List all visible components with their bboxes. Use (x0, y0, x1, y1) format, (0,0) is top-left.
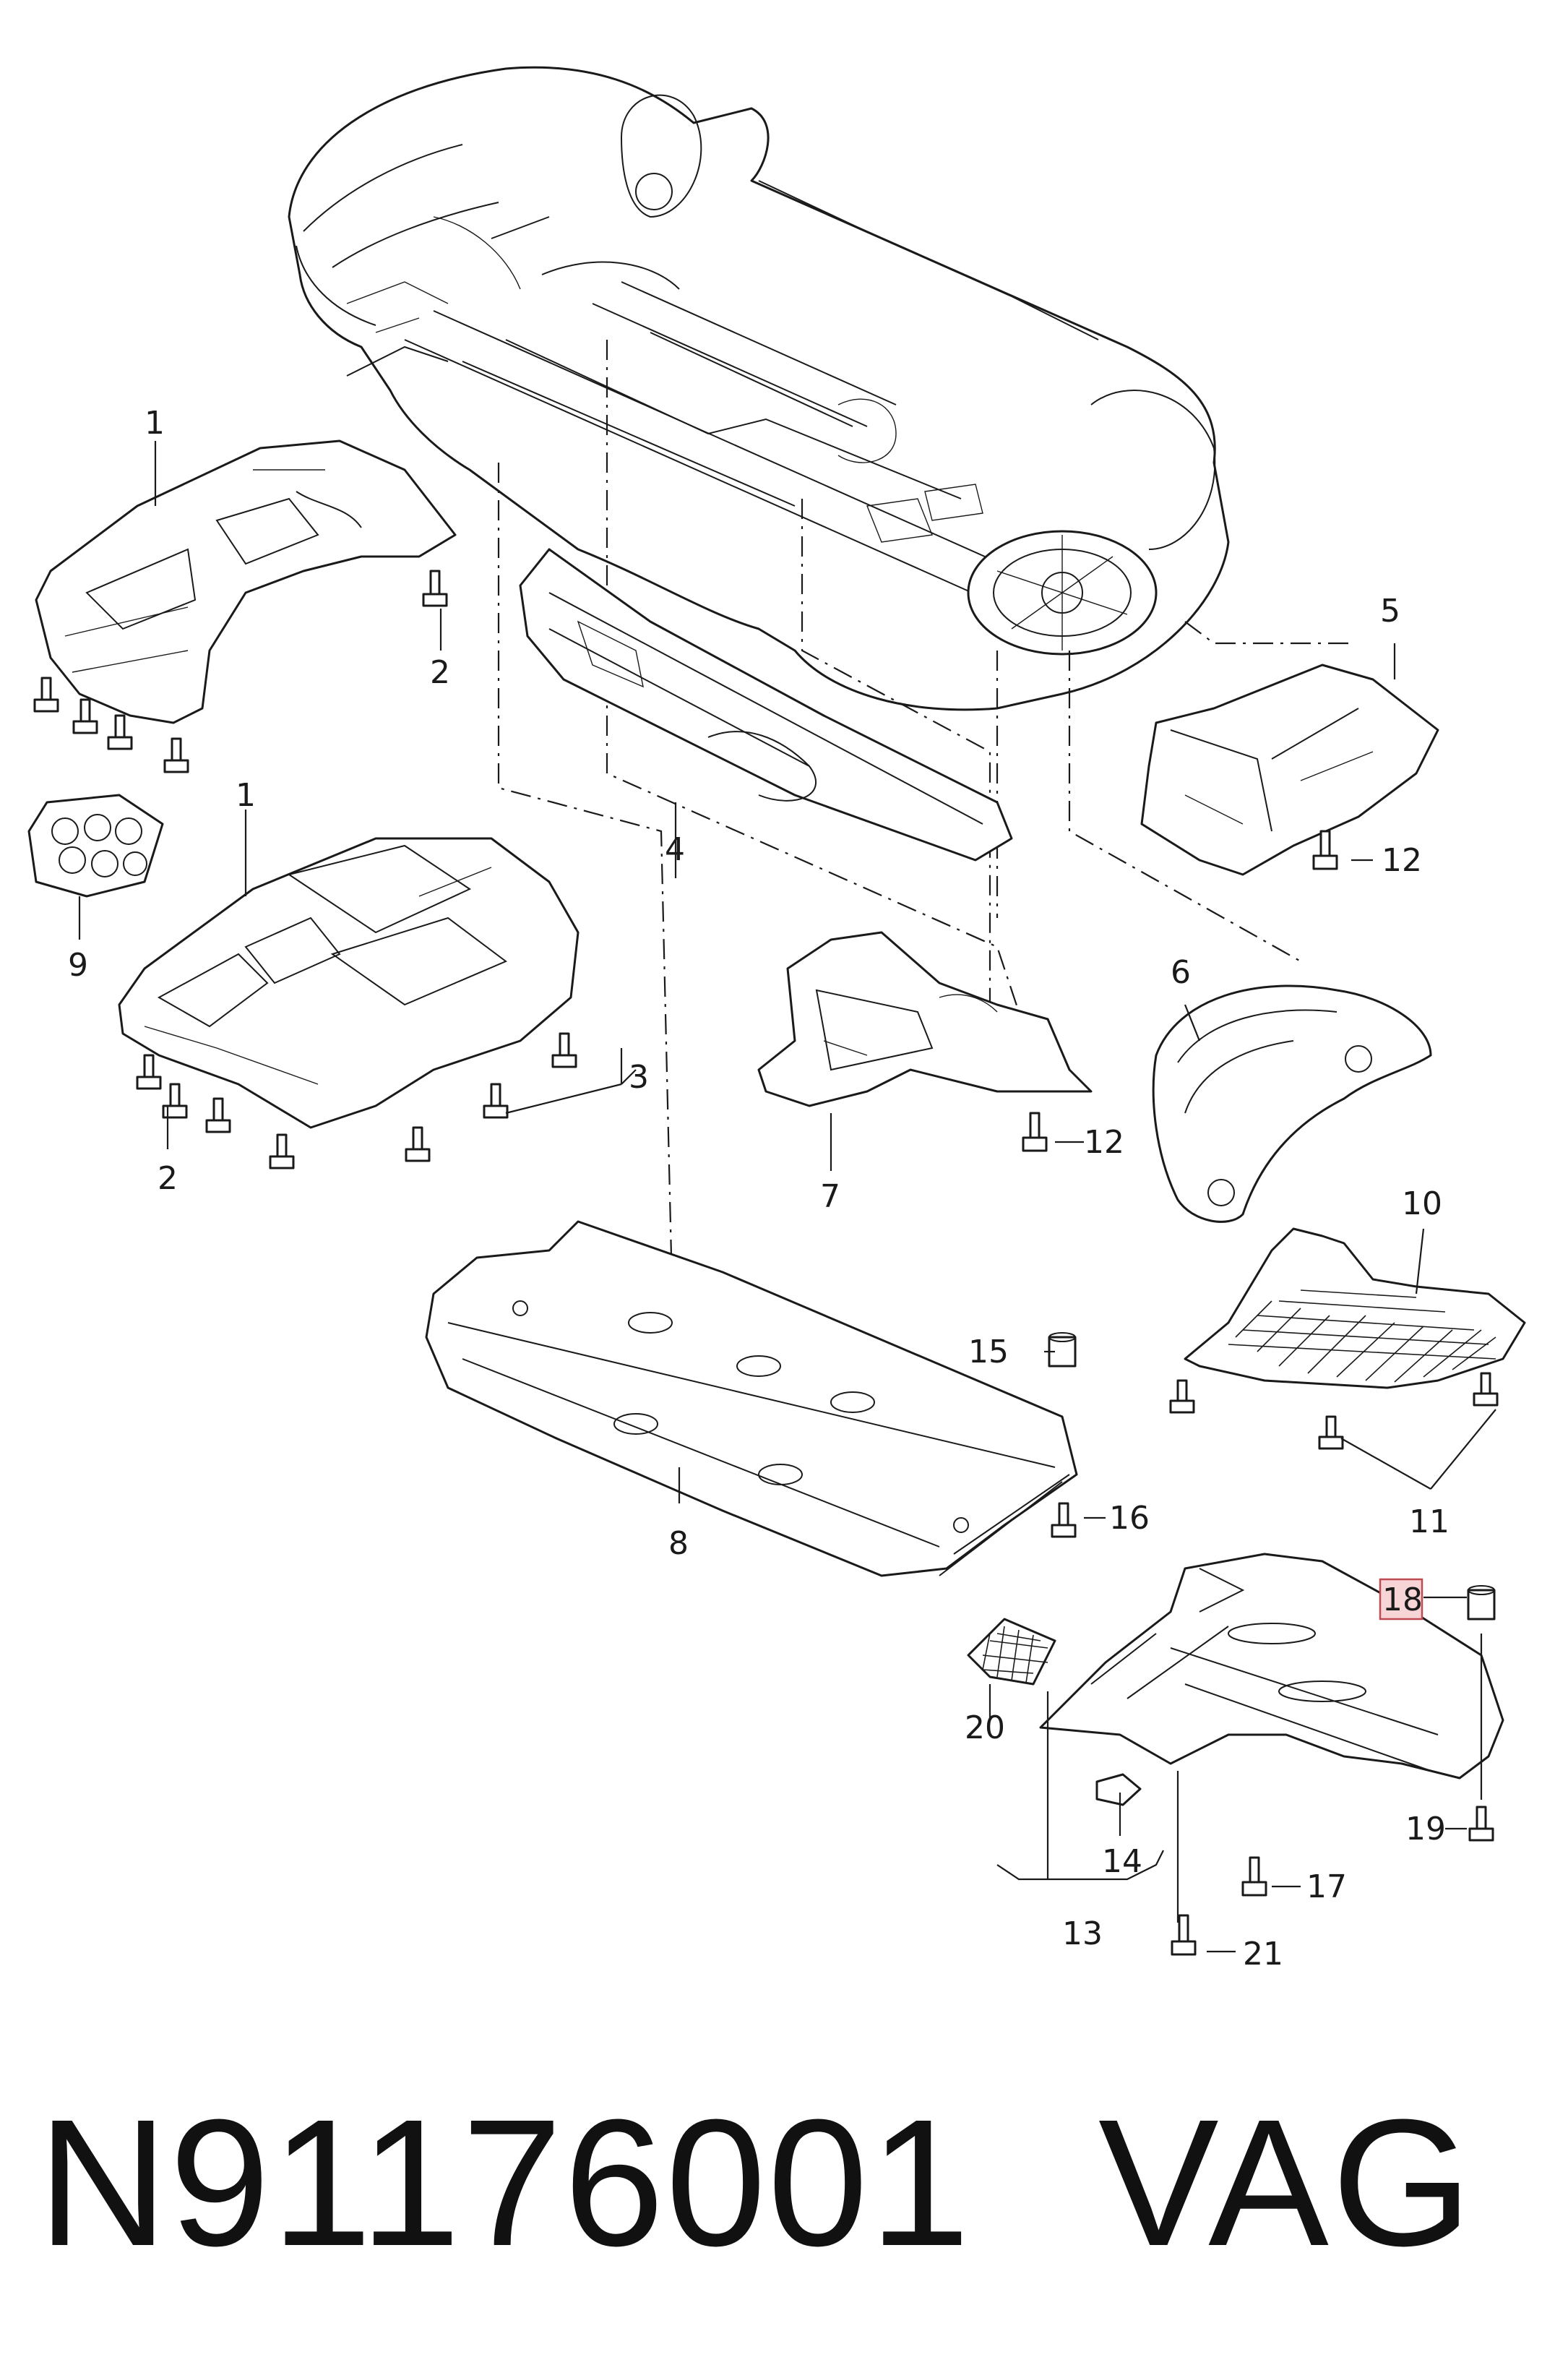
part-7-side-shield (757, 931, 1093, 1107)
part-4-center-tunnel-panel (519, 548, 1013, 862)
part-8-long-underbody-panel (425, 1220, 1078, 1577)
callout-18: 18 (1382, 1581, 1423, 1618)
callout-20: 20 (965, 1709, 1005, 1746)
callout-16: 16 (1109, 1500, 1150, 1537)
callout-19: 19 (1405, 1811, 1446, 1847)
part-5-rear-shield (1140, 664, 1439, 876)
leader-lines (78, 441, 1496, 1953)
exploded-parts-diagram: 1 2 1 9 2 3 4 5 12 6 12 7 10 15 16 8 11 … (27, 66, 1526, 1973)
assembly-dash-lines (497, 340, 1351, 1287)
callout-8: 8 (668, 1525, 689, 1562)
callout-6: 6 (1171, 954, 1191, 991)
callout-7: 7 (820, 1178, 840, 1215)
callout-9: 9 (68, 947, 88, 984)
callout-10: 10 (1402, 1185, 1442, 1222)
fasteners (33, 570, 1499, 1956)
callout-21: 21 (1243, 1936, 1283, 1973)
part-number: N91176001 (38, 2082, 972, 2283)
callout-2-upper: 2 (430, 654, 450, 691)
callout-1-upper: 1 (145, 405, 165, 442)
callout-1-lower: 1 (236, 777, 256, 814)
callout-12-upper: 12 (1382, 842, 1422, 879)
callout-3: 3 (629, 1059, 649, 1096)
part-1-lower-engine-shield (118, 837, 580, 1129)
part-20-mesh-pad (967, 1618, 1056, 1686)
part-1-upper-engine-shield (35, 439, 457, 724)
callout-17: 17 (1306, 1868, 1347, 1905)
callout-12-lower: 12 (1084, 1124, 1124, 1161)
callout-18-highlight (1379, 1578, 1423, 1621)
callout-14: 14 (1102, 1843, 1142, 1880)
part-6-wheel-liner (1152, 984, 1432, 1223)
brand-name: VAG (1098, 2082, 1476, 2283)
callout-5: 5 (1380, 593, 1400, 630)
car-body-underside (288, 66, 1230, 711)
part-10-mesh-shield (1184, 1227, 1526, 1389)
callout-11: 11 (1409, 1503, 1449, 1540)
part-9-cover (27, 794, 164, 898)
callout-15: 15 (968, 1334, 1009, 1370)
callout-labels: 1 2 1 9 2 3 4 5 12 6 12 7 10 15 16 8 11 … (68, 405, 1449, 1973)
callout-2-lower: 2 (158, 1160, 178, 1197)
part-13-rear-underbody-panel (1039, 1553, 1504, 1780)
callout-4: 4 (665, 831, 685, 868)
callout-13: 13 (1062, 1915, 1103, 1952)
